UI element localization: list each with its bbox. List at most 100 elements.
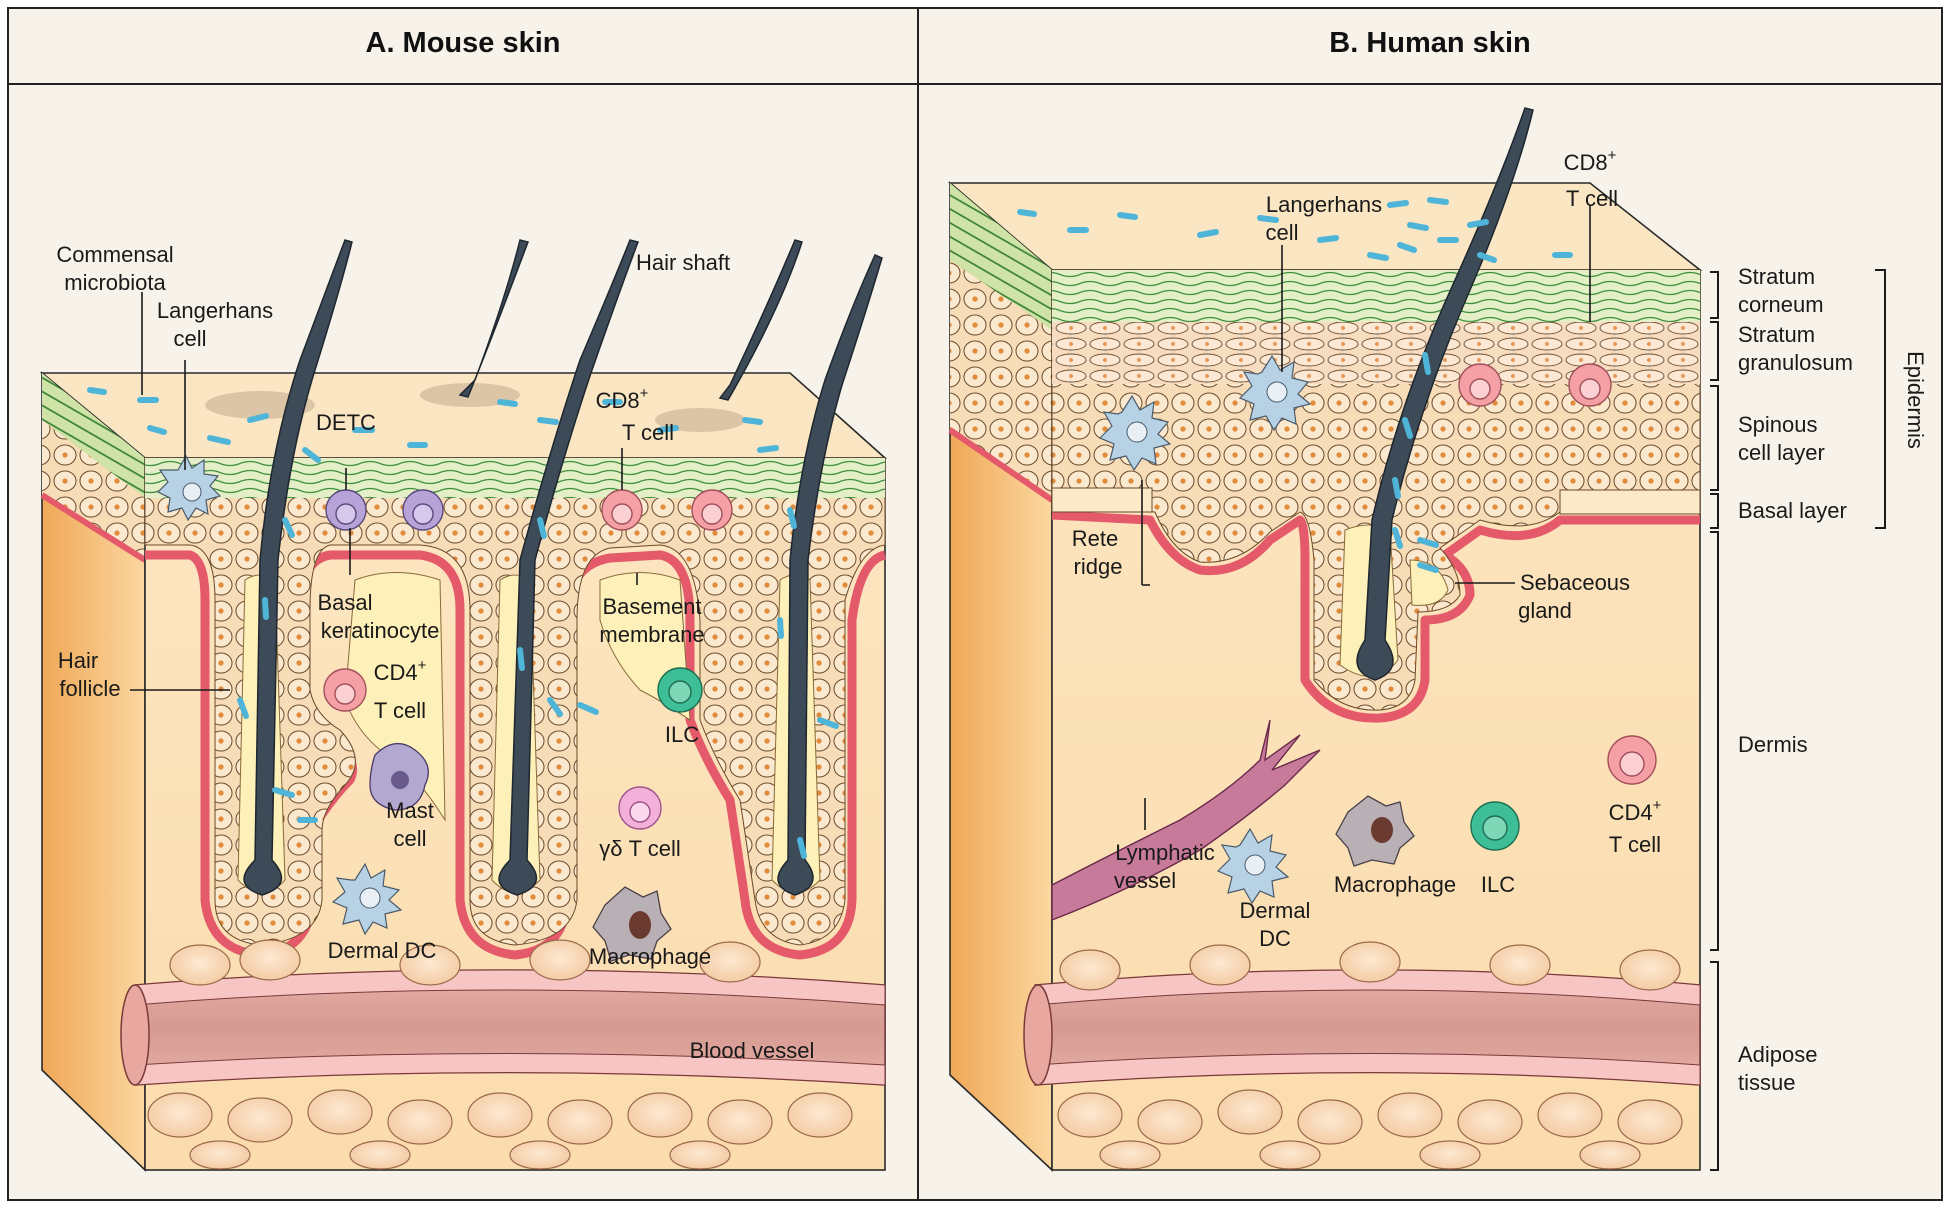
label-layer-spinous-1: Spinous [1738, 412, 1818, 437]
label-langerhans-human-1: Langerhans [1266, 192, 1382, 217]
label-hair-shaft: Hair shaft [636, 250, 730, 275]
label-layer-granulosum-2: granulosum [1738, 350, 1853, 375]
label-basal-1: Basal [317, 590, 372, 615]
label-lymphatic-1: Lymphatic [1115, 840, 1214, 865]
label-mast-2: cell [393, 826, 426, 851]
label-cd8-mouse-2: T cell [622, 420, 674, 445]
mouse-macrophage [592, 886, 672, 962]
label-hair-follicle-2: follicle [59, 676, 120, 701]
label-layer-spinous-2: cell layer [1738, 440, 1825, 465]
label-cd4-human: CD4+ [1609, 797, 1662, 825]
label-langerhans-2: cell [173, 326, 206, 351]
label-blood-vessel-mouse: Blood vessel [690, 1038, 815, 1063]
mouse-langerhans-cell [156, 454, 222, 522]
mouse-cd4-t-cell [323, 668, 367, 712]
label-langerhans-1: Langerhans [157, 298, 273, 323]
human-dermal-dc [1216, 827, 1290, 905]
human-side-basement [948, 427, 1054, 503]
label-layer-granulosum-1: Stratum [1738, 322, 1815, 347]
label-rete-2: ridge [1074, 554, 1123, 579]
label-detc: DETC [316, 410, 376, 435]
label-macrophage-mouse: Macrophage [589, 944, 711, 969]
human-side-epidermis [950, 260, 1052, 500]
label-langerhans-human-2: cell [1265, 220, 1298, 245]
mouse-leader-lines [130, 292, 638, 691]
label-cd4-mouse-2: T cell [374, 698, 426, 723]
label-sebaceous-1: Sebaceous [1520, 570, 1630, 595]
human-macrophage [1335, 795, 1415, 867]
mouse-dermal-dc [331, 862, 403, 936]
label-cd4-human-2: T cell [1609, 832, 1661, 857]
mouse-mast-cell [369, 743, 429, 811]
label-cd4-mouse: CD4+ [374, 657, 427, 685]
label-ilc-human: ILC [1481, 872, 1515, 897]
label-sebaceous-2: gland [1518, 598, 1572, 623]
label-cd8-mouse-main: CD8 [596, 388, 640, 413]
label-macrophage-human: Macrophage [1334, 872, 1456, 897]
mouse-side-basement [40, 492, 147, 563]
label-cd8-mouse: CD8+ [596, 385, 649, 413]
label-layer-basal: Basal layer [1738, 498, 1847, 523]
mouse-cd8-t-cells [601, 489, 733, 531]
label-commensal-1: Commensal [56, 242, 173, 267]
label-commensal-2: microbiota [64, 270, 166, 295]
human-layer-brackets [1710, 269, 1886, 1171]
human-hair-shaft [1356, 107, 1534, 681]
human-basement-membrane [1051, 510, 1700, 723]
label-gd-t-cell: γδ T cell [599, 836, 681, 861]
label-basement-1: Basement [602, 594, 701, 619]
human-basal-row [1051, 487, 1701, 515]
human-commensal-microbiota [1017, 197, 1573, 573]
mouse-gd-t-cell [618, 786, 662, 830]
label-ilc-mouse: ILC [665, 722, 699, 747]
panel-b-title: B. Human skin [1329, 27, 1530, 59]
label-dermis: Dermis [1738, 732, 1808, 757]
label-layer-corneum-2: corneum [1738, 292, 1824, 317]
panel-a-title: A. Mouse skin [366, 27, 561, 59]
label-cd4-human-main: CD4 [1609, 800, 1653, 825]
human-langerhans-cell [1238, 354, 1312, 432]
mouse-side-corneum [42, 373, 145, 498]
label-hair-follicle-1: Hair [58, 648, 98, 673]
human-side-corneum [950, 183, 1052, 330]
human-adipose-cells [1057, 941, 1683, 1170]
mouse-commensal-microbiota [87, 387, 839, 859]
human-cd8-t-cells [1458, 363, 1612, 407]
human-ilc [1470, 801, 1520, 851]
label-cd4-mouse-main: CD4 [374, 660, 418, 685]
label-cd8-human: CD8+ [1564, 147, 1617, 175]
label-dermal-dc-mouse: Dermal DC [328, 938, 437, 963]
label-adipose-1: Adipose [1738, 1042, 1818, 1067]
label-dermal-dc-human-2: DC [1259, 926, 1291, 951]
label-cd8-mouse-sup: + [640, 385, 649, 402]
mouse-skin-block: Commensal microbiota Langerhans cell Hai… [39, 239, 888, 1172]
mouse-labels: Commensal microbiota Langerhans cell Hai… [56, 242, 814, 1063]
mouse-adipose-cells [147, 939, 853, 1170]
mouse-detc-cells [325, 489, 444, 531]
human-lymphatic-vessel [1051, 719, 1321, 922]
label-cd8-human-2: T cell [1566, 186, 1618, 211]
label-cd8-human-main: CD8 [1564, 150, 1608, 175]
mouse-side-epidermis [42, 420, 145, 560]
label-adipose-2: tissue [1738, 1070, 1795, 1095]
mouse-hair-shafts [243, 239, 883, 896]
mouse-stratum-corneum [145, 458, 885, 498]
label-rete-1: Rete [1072, 526, 1118, 551]
label-basal-2: keratinocyte [321, 618, 440, 643]
label-dermal-dc-human-1: Dermal [1240, 898, 1311, 923]
human-blood-vessel [1023, 969, 1701, 1086]
human-labels: CD8+ T cell Langerhans cell Rete ridge S… [1072, 147, 1928, 1095]
label-basement-2: membrane [599, 622, 704, 647]
human-leader-lines [1141, 205, 1591, 830]
label-mast-1: Mast [386, 798, 434, 823]
human-cd4-t-cell [1607, 735, 1657, 785]
human-skin-block: CD8+ T cell Langerhans cell Rete ridge S… [947, 107, 1928, 1172]
label-cd4-human-sup: + [1653, 797, 1662, 814]
label-lymphatic-2: vessel [1114, 868, 1176, 893]
human-stratum-corneum [1052, 270, 1700, 322]
mouse-ilc [657, 667, 703, 713]
label-epidermis: Epidermis [1903, 351, 1928, 449]
mouse-blood-vessel [120, 969, 886, 1086]
human-langerhans-epidermal [1098, 394, 1172, 472]
